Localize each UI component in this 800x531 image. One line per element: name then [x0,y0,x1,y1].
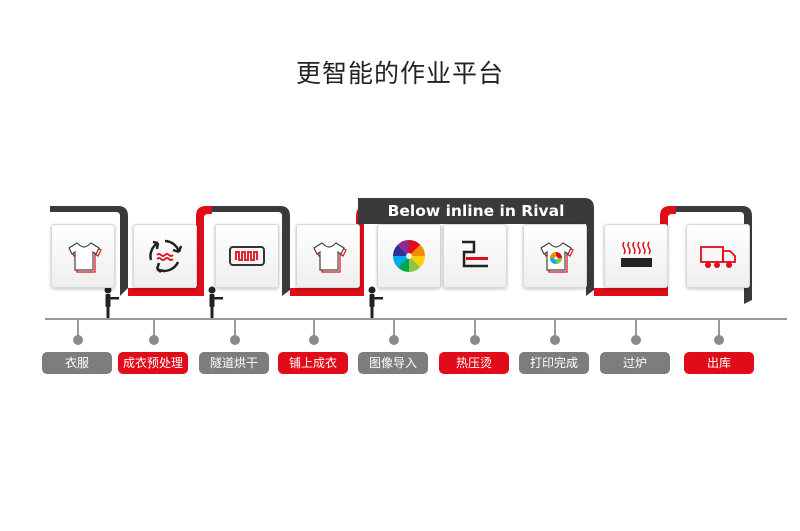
timeline-node [474,319,476,339]
step-label-tunnel-dry: 隧道烘干 [199,352,269,374]
timeline-node [554,319,556,339]
heater-coil-icon [229,246,265,266]
timeline-dot [309,335,319,345]
color-wheel-icon [393,240,425,272]
timeline-dot [230,335,240,345]
timeline-dot [389,335,399,345]
timeline-node [234,319,236,339]
step-label-shipping: 出库 [684,352,754,374]
recycle-icon [149,239,183,273]
worker-figure [368,286,383,319]
step-card-clothing [51,224,115,288]
step-card-oven [604,224,668,288]
step-label-image-import: 图像导入 [358,352,428,374]
timeline-node [153,319,155,339]
printed-tshirt-icon [540,242,574,273]
timeline-node [77,319,79,339]
page-title: 更智能的作业平台 [295,59,504,88]
step-card-tunnel-dry [215,224,279,288]
worker-figure [104,286,119,319]
timeline-dot [714,335,724,345]
worker-figure [208,286,223,319]
step-card-print-done [523,224,587,288]
timeline-dot [470,335,480,345]
timeline-dot [631,335,641,345]
timeline-node [393,319,395,339]
step-label-print-done: 打印完成 [519,352,589,374]
timeline-node [313,319,315,339]
step-label-load-garment: 铺上成衣 [278,352,348,374]
timeline-dot [73,335,83,345]
step-label-pretreat: 成衣预处理 [118,352,188,374]
step-label-oven: 过炉 [600,352,670,374]
tshirt-icon [313,242,347,273]
timeline-node [718,319,720,339]
step-card-pretreat [133,224,197,288]
timeline-node [635,319,637,339]
step-card-heat-press [443,224,507,288]
tshirt-icon [68,242,102,273]
timeline-line [45,318,787,320]
timeline-dot [149,335,159,345]
timeline-dot [550,335,560,345]
oven-icon [621,241,652,267]
heat-press-icon [462,240,488,268]
step-card-shipping [686,224,750,288]
step-card-load-garment [296,224,360,288]
truck-icon [700,246,736,268]
step-label-clothing: 衣服 [42,352,112,374]
step-label-heat-press: 热压烫 [439,352,509,374]
banner-label: Below inline in Rival [387,202,565,220]
step-card-image-import [377,224,441,288]
